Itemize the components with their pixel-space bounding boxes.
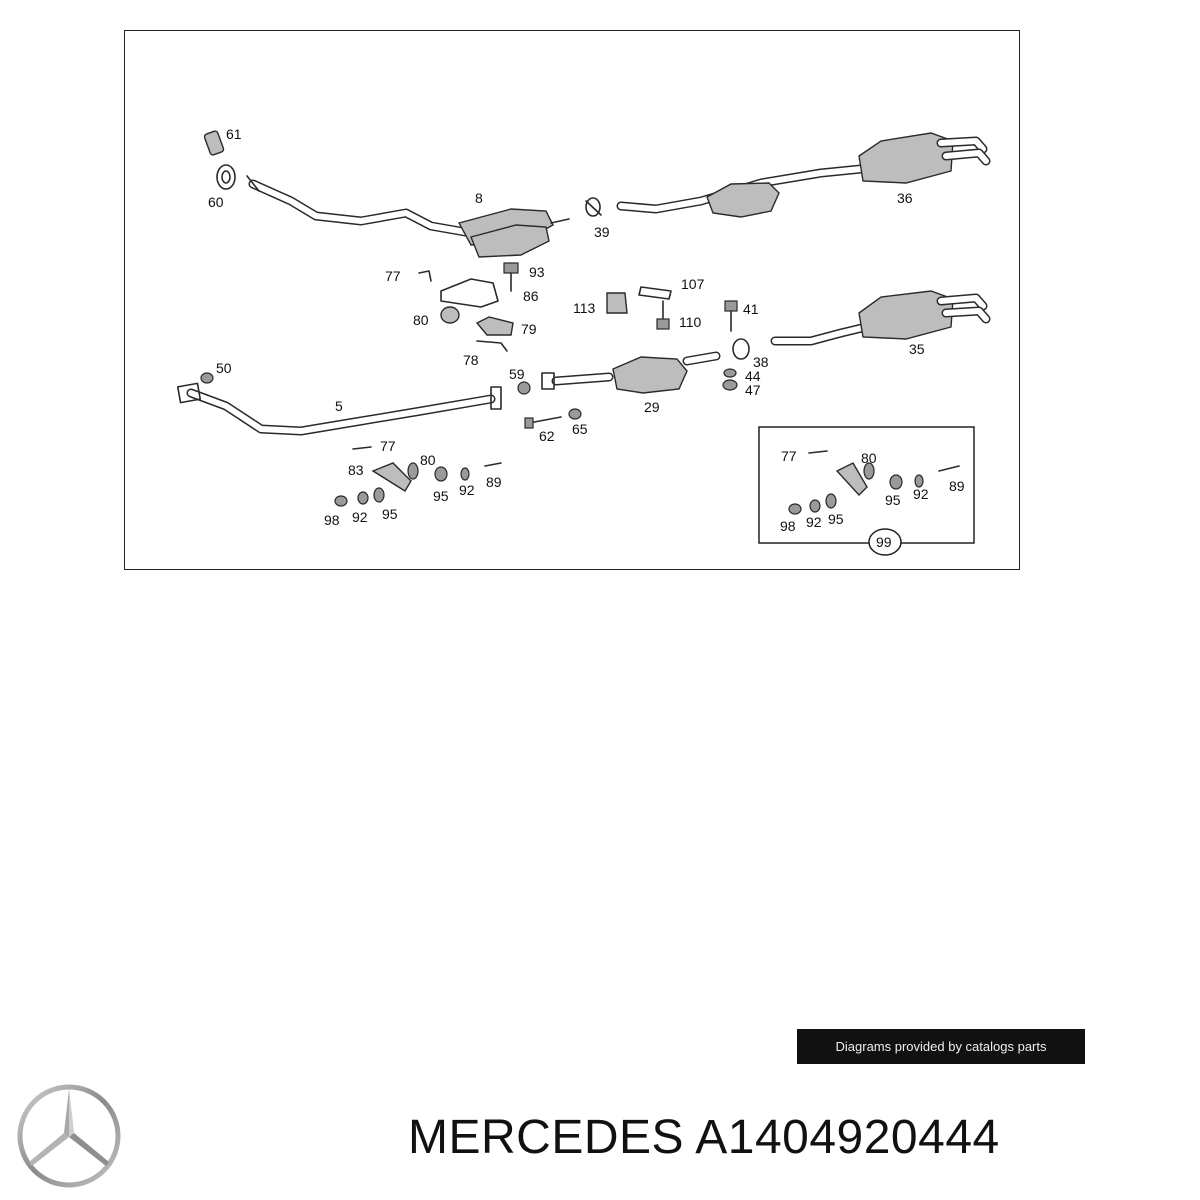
hanger-113: [606, 292, 628, 314]
callout-label: 79: [521, 321, 537, 337]
callout-label: 47: [745, 382, 761, 398]
plate-79: [475, 316, 514, 336]
front-pipe-5: [176, 382, 502, 436]
bolt-110: [656, 300, 670, 330]
nut-65: [568, 408, 582, 420]
rear-muffler-35: [858, 290, 991, 340]
callout-label: 39: [594, 224, 610, 240]
exhaust-diagram-frame: 61 60 8 39 36 77 93 86 80 79 78 107 113 …: [124, 30, 1020, 570]
callout-label: 80: [861, 450, 877, 466]
center-pipe-lower: [770, 322, 871, 346]
callout-label: 92: [806, 514, 822, 530]
callout-label: 95: [433, 488, 449, 504]
callout-label: 77: [380, 438, 396, 454]
callout-label: 29: [644, 399, 660, 415]
callout-label: 95: [828, 511, 844, 527]
front-pipe-upper: [246, 175, 476, 238]
callout-label: 5: [335, 398, 343, 414]
callout-label: 8: [475, 190, 483, 206]
callout-label: 78: [463, 352, 479, 368]
callout-label: 36: [897, 190, 913, 206]
callout-label: 93: [529, 264, 545, 280]
center-muffler-29: [541, 351, 721, 394]
rear-muffler-36: [858, 132, 991, 184]
bolt-93: [503, 262, 519, 292]
callout-label: 110: [679, 314, 702, 330]
callout-label: 89: [949, 478, 965, 494]
callout-label: 99: [876, 534, 892, 550]
callout-label: 92: [913, 486, 929, 502]
callout-label: 92: [459, 482, 475, 498]
bracket-78: [476, 340, 508, 352]
bracket-86: [418, 270, 499, 308]
callout-label: 50: [216, 360, 232, 376]
callout-label: 80: [413, 312, 429, 328]
diagram-credit-banner: Diagrams provided by catalogs parts: [797, 1029, 1085, 1064]
exhaust-system-diagram: 61 60 8 39 36 77 93 86 80 79 78 107 113 …: [176, 126, 991, 556]
nut-44-47: [722, 368, 738, 391]
hardware-row-lower: [334, 462, 502, 507]
mercedes-star-icon: [17, 1084, 121, 1188]
callout-label: 62: [539, 428, 555, 444]
callout-label: 113: [573, 300, 596, 316]
clamp-39: [585, 197, 602, 217]
callout-label: 98: [324, 512, 340, 528]
bracket-83: [352, 446, 412, 492]
callout-label: 44: [745, 368, 761, 384]
callout-label: 95: [382, 506, 398, 522]
bracket-107: [638, 286, 672, 300]
callout-label: 35: [909, 341, 925, 357]
callout-label: 60: [208, 194, 224, 210]
callout-label: 38: [753, 354, 769, 370]
callout-label: 41: [743, 301, 759, 317]
callout-label: 77: [385, 268, 401, 284]
callout-label: 95: [885, 492, 901, 508]
center-muffler-upper: [706, 182, 780, 218]
callout-label: 80: [420, 452, 436, 468]
callout-label: 77: [781, 448, 797, 464]
brand-name: MERCEDES: [408, 1111, 685, 1164]
callout-label: 61: [226, 126, 242, 142]
clamp-60: [216, 164, 236, 190]
part-number: A1404920444: [695, 1111, 1000, 1164]
callout-label: 98: [780, 518, 796, 534]
clamp-38: [732, 338, 750, 360]
callout-label: 89: [486, 474, 502, 490]
callout-label: 65: [572, 421, 588, 437]
nut-59: [517, 381, 531, 395]
bolt-41: [724, 300, 738, 332]
callout-label: 86: [523, 288, 539, 304]
inset-box: [758, 426, 975, 556]
callout-label: 92: [352, 509, 368, 525]
rubber-mount-80: [440, 306, 460, 324]
product-title: MERCEDES A1404920444: [408, 1110, 1000, 1165]
nut-50: [200, 372, 214, 384]
callout-label: 107: [681, 276, 705, 292]
callout-label: 83: [348, 462, 364, 478]
catalytic-converter: [457, 208, 570, 258]
sensor-61: [203, 130, 225, 156]
callout-labels: 61 60 8 39 36 77 93 86 80 79 78 107 113 …: [208, 126, 965, 550]
callout-label: 59: [509, 366, 525, 382]
bolt-62: [524, 416, 562, 429]
